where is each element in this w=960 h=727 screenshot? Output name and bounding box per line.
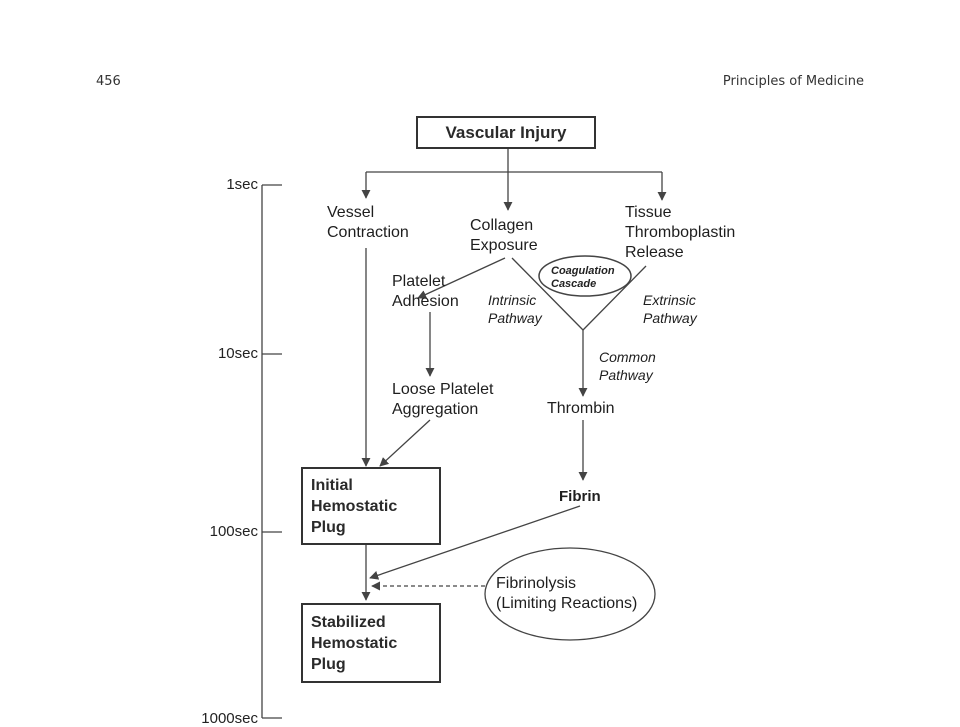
fibrinolysis-label: Fibrinolysis (Limiting Reactions) [496,575,638,612]
book-title: Principles of Medicine [722,74,864,89]
edge-v-right [582,265,647,331]
fibrinolysis-ellipse [484,547,656,641]
edge-loose-to-initial [379,419,431,467]
edge-fibrin-to-junction [369,505,581,580]
thrombin-label: Thrombin [547,400,615,417]
page-number: 456 [96,74,121,89]
tick-label-1000sec: 1000sec [201,710,258,727]
stabilized-hemostatic-plug-box: Stabilized Hemostatic Plug [301,603,441,683]
initial-hemostatic-plug-box: Initial Hemostatic Plug [301,467,441,545]
intrinsic-pathway-label: Intrinsic Pathway [488,292,542,326]
vascular-injury-label: Vascular Injury [445,123,567,142]
tick-label-1sec: 1sec [226,176,258,193]
platelet-adhesion-label: Platelet Adhesion [392,273,459,310]
extrinsic-pathway-label: Extrinsic Pathway [643,292,697,326]
tissue-thromboplastin-label: Tissue Thromboplastin Release [625,204,736,261]
vascular-injury-box: Vascular Injury [416,116,596,149]
stabilized-hemostatic-plug-label: Stabilized Hemostatic Plug [311,614,398,673]
tick-label-10sec: 10sec [217,345,258,362]
collagen-exposure-label: Collagen Exposure [470,217,538,254]
initial-hemostatic-plug-label: Initial Hemostatic Plug [311,477,398,536]
loose-platelet-aggregation-label: Loose Platelet Aggregation [392,381,494,418]
vessel-contraction-label: Vessel Contraction [327,204,409,241]
common-pathway-label: Common Pathway [599,349,656,383]
edge-v-left [511,257,584,331]
fibrin-label: Fibrin [559,488,601,505]
edge-collagen-to-adhesion [417,257,506,299]
coagulation-cascade-ellipse [538,255,632,297]
tick-label-100sec: 100sec [209,523,258,540]
coagulation-cascade-label: Coagulation Cascade [551,265,615,290]
